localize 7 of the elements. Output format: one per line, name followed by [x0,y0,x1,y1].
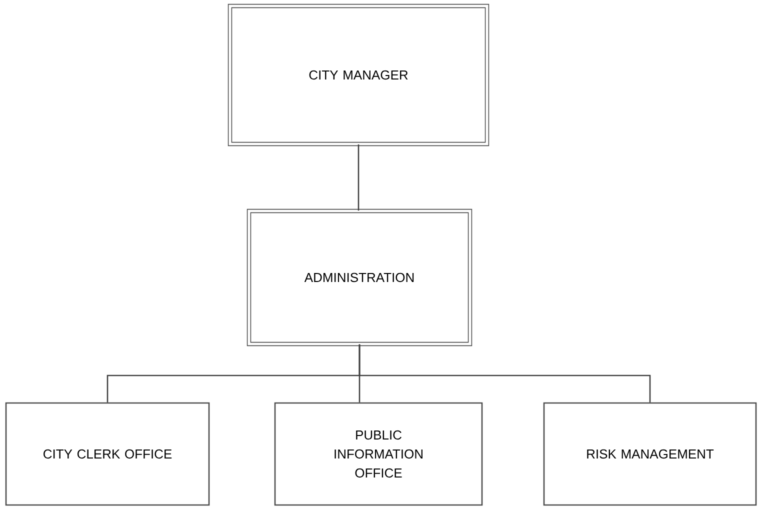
org-box: CITY CLERK OFFICE [5,402,210,506]
connector-line [358,144,360,211]
connector-line [358,344,651,402]
org-box: RISK MANAGEMENT [543,402,757,506]
org-box: PUBLIC INFORMATION OFFICE [274,402,483,506]
title-box: CITY MANAGER [228,4,490,146]
org-box: ADMINISTRATION [246,208,472,346]
